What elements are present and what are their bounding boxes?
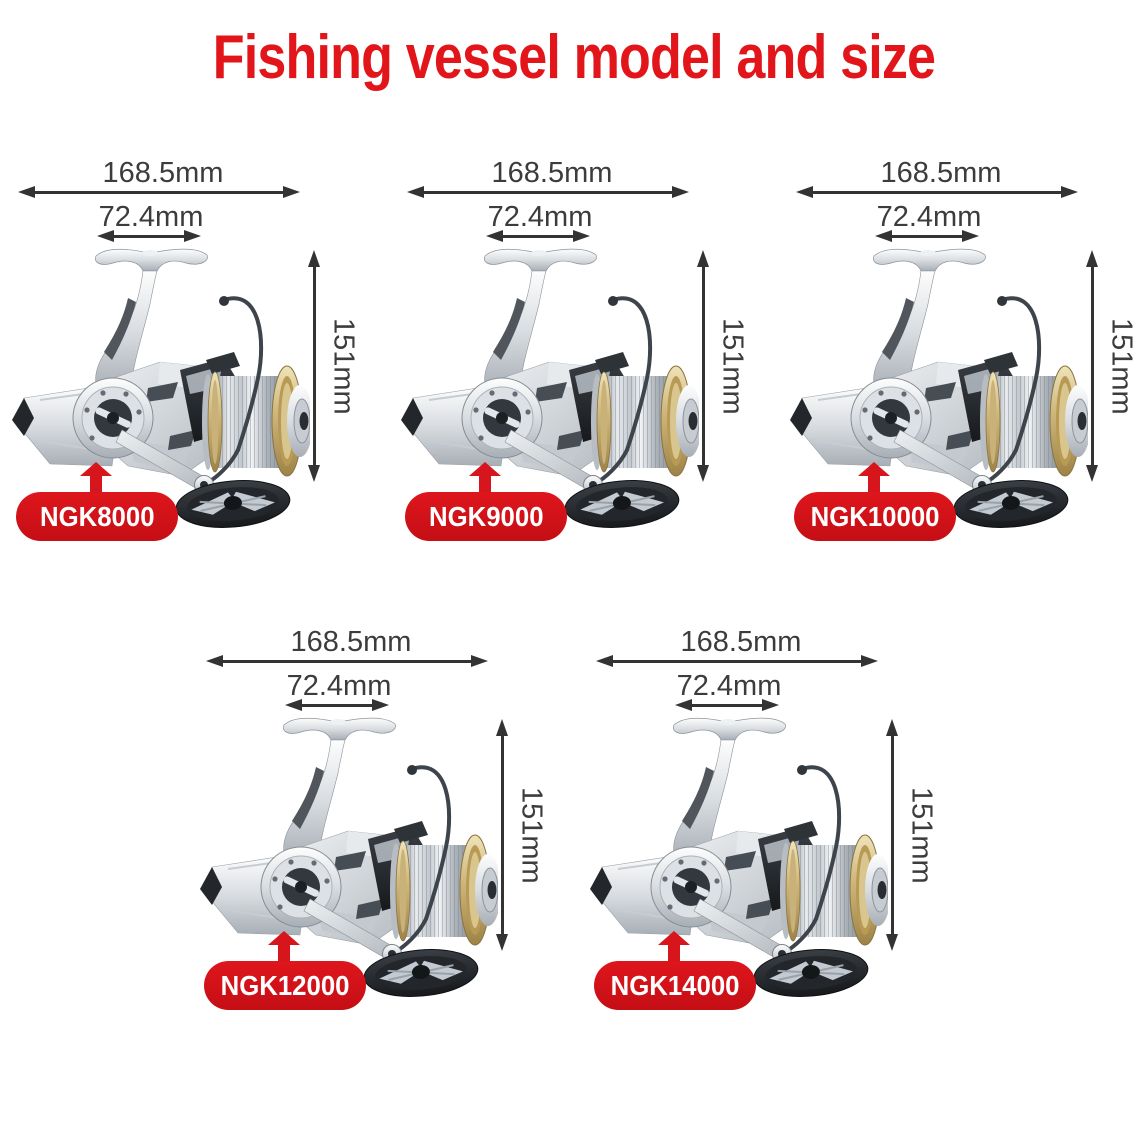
spool-width-label: 72.4mm xyxy=(876,201,982,233)
reel-illustration xyxy=(588,709,888,999)
height-arrow-icon xyxy=(308,250,321,482)
pointer-up-arrow-icon xyxy=(858,462,890,493)
height-label: 151mm xyxy=(327,317,360,415)
height-arrow-icon xyxy=(496,719,509,951)
pointer-up-arrow-icon xyxy=(268,931,300,962)
reel-card: 168.5mm 72.4mm 151mm NGK9000 xyxy=(389,140,759,560)
model-label: NGK10000 xyxy=(810,500,940,532)
reel-card: 168.5mm 72.4mm 151mm NGK12000 xyxy=(188,609,558,1029)
page-title: Fishing vessel model and size xyxy=(0,22,1148,93)
model-badge: NGK8000 xyxy=(16,492,178,541)
reel-illustration xyxy=(788,240,1088,530)
overall-width-arrow-icon xyxy=(18,186,300,199)
model-label: NGK14000 xyxy=(610,969,740,1001)
reel-illustration xyxy=(198,709,498,999)
height-label: 151mm xyxy=(716,317,749,415)
spool-width-arrow-icon xyxy=(285,699,389,712)
spool-width-label: 72.4mm xyxy=(676,670,782,702)
pointer-up-arrow-icon xyxy=(658,931,690,962)
overall-width-label: 168.5mm xyxy=(102,157,224,189)
reel-card: 168.5mm 72.4mm 151mm NGK14000 xyxy=(578,609,948,1029)
reel-illustration xyxy=(399,240,699,530)
model-label: NGK8000 xyxy=(39,500,155,532)
model-label: NGK9000 xyxy=(428,500,544,532)
spool-width-label: 72.4mm xyxy=(487,201,593,233)
height-arrow-icon xyxy=(697,250,710,482)
reel-card: 168.5mm 72.4mm 151mm NGK10000 xyxy=(778,140,1148,560)
pointer-up-arrow-icon xyxy=(80,462,112,493)
page-title-text: Fishing vessel model and size xyxy=(212,23,936,92)
height-label: 151mm xyxy=(905,786,938,884)
overall-width-arrow-icon xyxy=(206,655,488,668)
model-label: NGK12000 xyxy=(220,969,350,1001)
spool-width-arrow-icon xyxy=(875,230,979,243)
overall-width-label: 168.5mm xyxy=(880,157,1002,189)
overall-width-arrow-icon xyxy=(796,186,1078,199)
overall-width-label: 168.5mm xyxy=(491,157,613,189)
spool-width-arrow-icon xyxy=(486,230,590,243)
model-badge: NGK10000 xyxy=(794,492,956,541)
spool-width-label: 72.4mm xyxy=(286,670,392,702)
overall-width-arrow-icon xyxy=(596,655,878,668)
model-badge: NGK12000 xyxy=(204,961,366,1010)
pointer-up-arrow-icon xyxy=(469,462,501,493)
spool-width-label: 72.4mm xyxy=(98,201,204,233)
overall-width-label: 168.5mm xyxy=(680,626,802,658)
height-arrow-icon xyxy=(1086,250,1099,482)
height-label: 151mm xyxy=(1105,317,1138,415)
model-badge: NGK9000 xyxy=(405,492,567,541)
model-badge: NGK14000 xyxy=(594,961,756,1010)
overall-width-label: 168.5mm xyxy=(290,626,412,658)
spool-width-arrow-icon xyxy=(97,230,201,243)
reel-card: 168.5mm 72.4mm 151mm NGK8000 xyxy=(0,140,370,560)
reel-illustration xyxy=(10,240,310,530)
overall-width-arrow-icon xyxy=(407,186,689,199)
spool-width-arrow-icon xyxy=(675,699,779,712)
height-label: 151mm xyxy=(515,786,548,884)
height-arrow-icon xyxy=(886,719,899,951)
